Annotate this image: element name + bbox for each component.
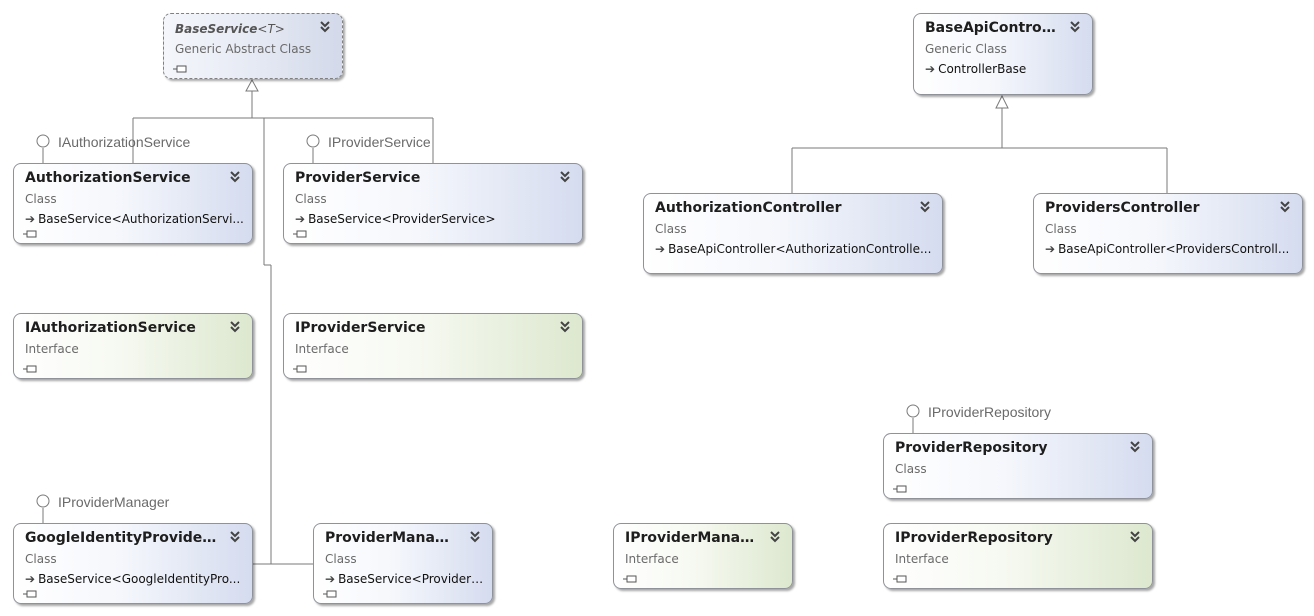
shape-stereotype: Interface — [25, 342, 79, 356]
inheritance-arrowhead — [245, 78, 259, 92]
provider-repository-shape[interactable]: ProviderRepository Class — [883, 433, 1153, 499]
collapsed-members-icon[interactable] — [293, 230, 307, 238]
providers-controller-shape[interactable]: ProvidersController Class ➔BaseApiContro… — [1033, 193, 1303, 274]
chevron-down-icon[interactable] — [228, 529, 242, 543]
collapsed-members-icon[interactable] — [23, 365, 37, 373]
shape-inheritance: ➔BaseService<Provider ... — [325, 572, 484, 586]
base-api-controller-shape[interactable]: BaseApiControll... Generic Class ➔Contro… — [913, 13, 1093, 95]
shape-stereotype: Class — [25, 192, 57, 206]
inherits-arrow-icon: ➔ — [295, 212, 306, 226]
shape-stereotype: Interface — [295, 342, 349, 356]
iprovider-manager-shape[interactable]: IProviderManager Interface — [613, 523, 793, 589]
shape-stereotype: Class — [895, 462, 927, 476]
shape-inheritance: ➔ControllerBase — [925, 62, 1084, 76]
shape-title: AuthorizationController — [655, 200, 842, 216]
shape-title-type-param: <T> — [257, 22, 285, 36]
shape-inheritance-text: ControllerBase — [938, 62, 1027, 76]
inherits-arrow-icon: ➔ — [1045, 242, 1056, 256]
lollipop-label-iprovider-service: IProviderService — [328, 134, 431, 150]
collapsed-members-icon[interactable] — [893, 485, 907, 493]
shape-title: ProviderRepository — [895, 440, 1048, 456]
inherits-arrow-icon: ➔ — [655, 242, 666, 256]
collapsed-members-icon[interactable] — [293, 365, 307, 373]
shape-inheritance-text: BaseService<Provider ... — [338, 572, 484, 586]
chevron-down-icon[interactable] — [1128, 529, 1142, 543]
shape-inheritance-text: BaseApiController<ProvidersControll... — [1058, 242, 1290, 256]
inherits-arrow-icon: ➔ — [25, 212, 36, 226]
shape-title: BaseApiControll... — [925, 20, 1058, 36]
chevron-down-icon[interactable] — [228, 319, 242, 333]
shape-title: IProviderService — [295, 320, 426, 336]
shape-stereotype: Generic Abstract Class — [175, 42, 312, 56]
shape-inheritance: ➔BaseService<AuthorizationServi... — [25, 212, 244, 226]
shape-stereotype: Class — [25, 552, 57, 566]
chevron-down-icon[interactable] — [1128, 439, 1142, 453]
provider-service-shape[interactable]: ProviderService Class ➔BaseService<Provi… — [283, 163, 583, 244]
collapsed-members-icon[interactable] — [173, 65, 187, 73]
shape-inheritance: ➔BaseService<GoogleIdentityPro... — [25, 572, 244, 586]
shape-title-name: BaseService — [175, 22, 258, 36]
shape-stereotype: Interface — [895, 552, 949, 566]
google-identity-provider-shape[interactable]: GoogleIdentityProvider... Class ➔BaseSer… — [13, 523, 253, 604]
shape-inheritance-text: BaseService<AuthorizationServi... — [38, 212, 244, 226]
shape-inheritance-text: BaseApiController<AuthorizationControlle… — [668, 242, 932, 256]
inheritance-arrowhead — [995, 94, 1009, 109]
provider-manager-shape[interactable]: ProviderManager Class ➔BaseService<Provi… — [313, 523, 493, 604]
shape-inheritance-text: BaseService<GoogleIdentityPro... — [38, 572, 241, 586]
collapsed-members-icon[interactable] — [323, 590, 337, 598]
authorization-controller-shape[interactable]: AuthorizationController Class ➔BaseApiCo… — [643, 193, 943, 274]
shape-inheritance-text: BaseService<ProviderService> — [308, 212, 496, 226]
shape-inheritance: ➔BaseApiController<ProvidersControll... — [1045, 242, 1294, 256]
base-service-shape[interactable]: BaseService<T> Generic Abstract Class — [163, 13, 343, 79]
shape-title: IProviderRepository — [895, 530, 1053, 546]
shape-title: ProviderService — [295, 170, 421, 186]
shape-title: BaseService<T> — [175, 22, 308, 36]
chevron-down-icon[interactable] — [558, 169, 572, 183]
shape-stereotype: Class — [325, 552, 357, 566]
chevron-down-icon[interactable] — [768, 529, 782, 543]
shape-title: ProviderManager — [325, 530, 458, 546]
authorization-service-shape[interactable]: AuthorizationService Class ➔BaseService<… — [13, 163, 253, 244]
chevron-down-icon[interactable] — [1068, 19, 1082, 33]
shape-title: IAuthorizationService — [25, 320, 196, 336]
shape-stereotype: Class — [1045, 222, 1077, 236]
inherits-arrow-icon: ➔ — [925, 62, 936, 76]
lollipop-label-iauthorization-service: IAuthorizationService — [58, 134, 191, 150]
collapsed-members-icon[interactable] — [893, 575, 907, 583]
inherits-arrow-icon: ➔ — [325, 572, 336, 586]
shape-inheritance: ➔BaseService<ProviderService> — [295, 212, 574, 226]
lollipop-label-iprovider-manager: IProviderManager — [58, 494, 170, 510]
inherits-arrow-icon: ➔ — [25, 572, 36, 586]
shape-stereotype: Generic Class — [925, 42, 1007, 56]
shape-title: IProviderManager — [625, 530, 758, 546]
collapsed-members-icon[interactable] — [623, 575, 637, 583]
iprovider-repository-shape[interactable]: IProviderRepository Interface — [883, 523, 1153, 589]
lollipop-circle — [306, 134, 320, 148]
chevron-down-icon[interactable] — [318, 19, 332, 33]
shape-stereotype: Class — [295, 192, 327, 206]
shape-title: AuthorizationService — [25, 170, 191, 186]
chevron-down-icon[interactable] — [468, 529, 482, 543]
collapsed-members-icon[interactable] — [23, 230, 37, 238]
shape-title: GoogleIdentityProvider... — [25, 530, 218, 546]
lollipop-circle — [906, 404, 920, 418]
shape-stereotype: Interface — [625, 552, 679, 566]
iauthorization-service-shape[interactable]: IAuthorizationService Interface — [13, 313, 253, 379]
lollipop-circle — [36, 134, 50, 148]
shape-inheritance: ➔BaseApiController<AuthorizationControll… — [655, 242, 934, 256]
chevron-down-icon[interactable] — [1278, 199, 1292, 213]
chevron-down-icon[interactable] — [228, 169, 242, 183]
collapsed-members-icon[interactable] — [23, 590, 37, 598]
shape-title: ProvidersController — [1045, 200, 1200, 216]
lollipop-circle — [36, 494, 50, 508]
lollipop-label-iprovider-repository: IProviderRepository — [928, 404, 1051, 420]
chevron-down-icon[interactable] — [558, 319, 572, 333]
iprovider-service-shape[interactable]: IProviderService Interface — [283, 313, 583, 379]
chevron-down-icon[interactable] — [918, 199, 932, 213]
shape-stereotype: Class — [655, 222, 687, 236]
